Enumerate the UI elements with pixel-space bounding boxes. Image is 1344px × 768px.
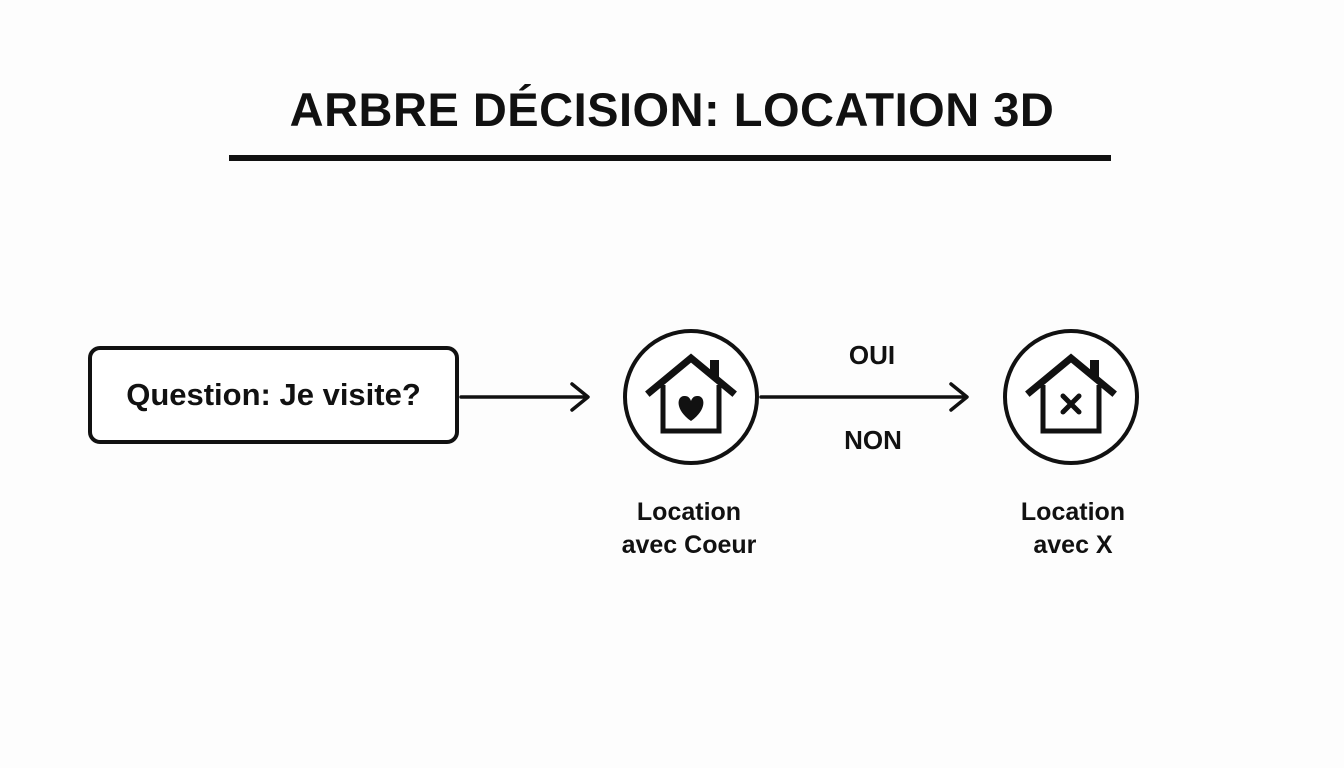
node-label-x-line1: Location <box>1020 498 1126 526</box>
edge-label-no: NON <box>844 425 902 455</box>
node-label-heart-line2: avec Coeur <box>621 531 757 559</box>
node-label-heart: Location avec Coeur <box>569 496 809 562</box>
node-label-x: Location avec X <box>953 496 1193 562</box>
house-heart-icon <box>623 329 759 465</box>
arrow-question-to-heart-node <box>459 382 590 412</box>
edge-label-yes: OUI <box>848 340 896 370</box>
arrow-heart-node-to-x-node <box>759 382 969 412</box>
node-label-heart-line1: Location <box>636 498 742 526</box>
question-box: Question: Je visite? <box>88 346 459 444</box>
node-label-x-line2: avec X <box>1033 531 1113 559</box>
diagram-title: ARBRE DÉCISION: LOCATION 3D <box>289 83 1055 136</box>
title-underline <box>229 155 1111 161</box>
house-x-icon <box>1003 329 1139 465</box>
question-text: Question: Je visite? <box>126 377 421 412</box>
